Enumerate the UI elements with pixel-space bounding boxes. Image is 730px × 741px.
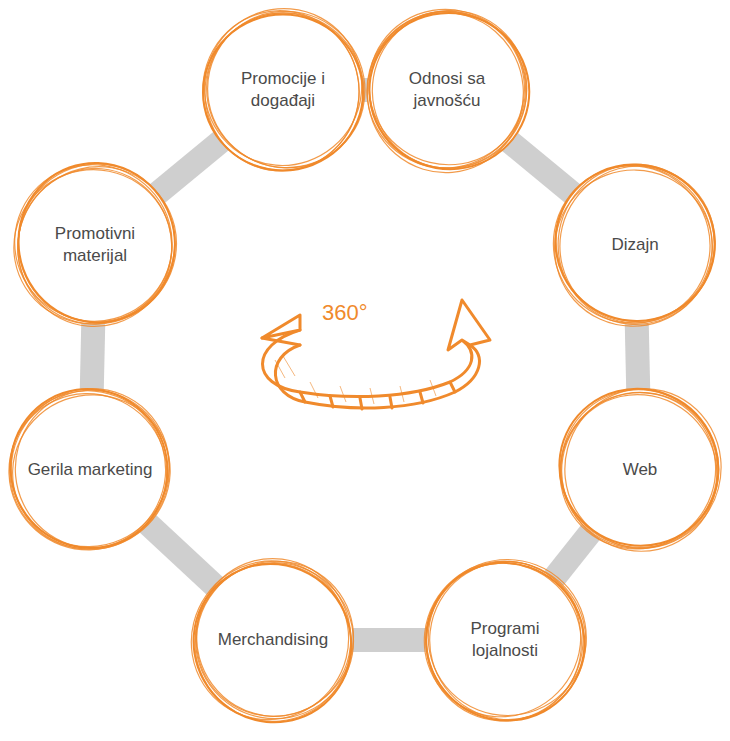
ring-connector — [637, 324, 638, 391]
connector-band — [637, 324, 638, 391]
connector-band — [148, 524, 215, 586]
node-label: Odnosi sa javnošću — [383, 68, 511, 112]
ring-connector — [156, 140, 222, 194]
service-circle: Promotivni materijal — [10, 160, 180, 330]
rotation-label: 360° — [322, 300, 368, 326]
ring-connector — [148, 524, 215, 586]
connector-band — [156, 140, 222, 194]
node-label: Promotivni materijal — [31, 223, 159, 267]
circular-arrow — [262, 300, 490, 409]
service-circle: Gerila marketing — [5, 385, 175, 555]
ring-connector — [352, 640, 426, 641]
connector-band — [352, 628, 426, 652]
connector-band — [554, 532, 591, 578]
service-circle: Programi lojalnosti — [420, 555, 590, 725]
service-circle: Merchandising — [188, 555, 358, 725]
scribble-circle — [420, 555, 590, 725]
node-label: Promocije i događaji — [219, 68, 347, 112]
node-label: Web — [576, 459, 704, 481]
ring-connector — [508, 140, 574, 194]
service-circle: Web — [555, 385, 725, 555]
node-label: Dizajn — [571, 234, 699, 256]
node-label: Gerila marketing — [26, 459, 154, 481]
connector-band — [508, 140, 574, 194]
node-label: Merchandising — [209, 629, 337, 651]
ring-connector — [92, 324, 93, 391]
service-circle: Promocije i događaji — [198, 5, 368, 175]
scribble-circle — [362, 5, 532, 175]
node-label: Programi lojalnosti — [441, 618, 569, 662]
connector-band — [92, 324, 93, 391]
arrow-hatching — [275, 356, 436, 404]
scribble-circle — [198, 5, 368, 175]
ring-connector — [554, 532, 591, 578]
scribble-circle — [10, 160, 180, 330]
service-circle: Odnosi sa javnošću — [362, 5, 532, 175]
service-circle: Dizajn — [550, 160, 720, 330]
